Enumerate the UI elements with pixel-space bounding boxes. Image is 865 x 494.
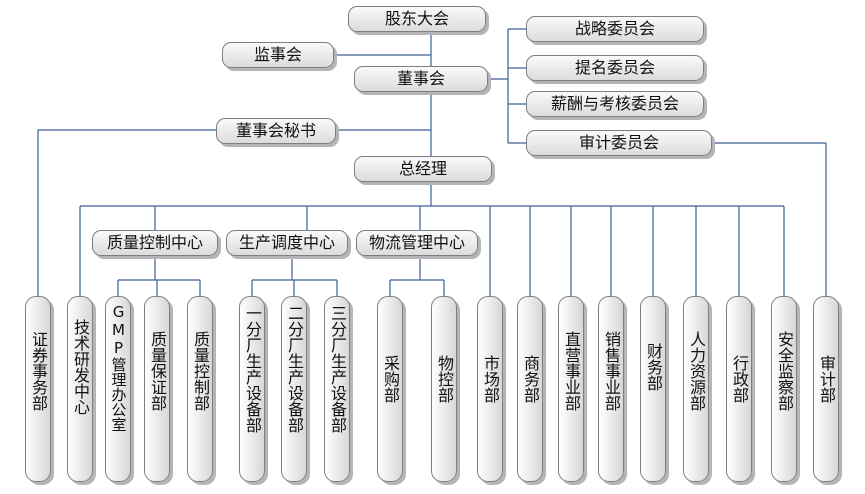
dept-gmp-office-label: GMP管理办公室: [109, 303, 128, 432]
dept-human-resources: 人力资源部: [683, 296, 709, 482]
dept-material-control: 物控部: [431, 296, 457, 482]
dept-branch3-production-label: 三分厂生产设备部: [328, 305, 347, 433]
dept-branch2-production-label: 二分厂生产设备部: [285, 305, 304, 433]
dept-finance-label: 财务部: [644, 343, 663, 391]
board-of-directors-label: 董事会: [396, 69, 445, 88]
dept-administration: 行政部: [726, 296, 752, 482]
dept-branch2-production: 二分厂生产设备部: [281, 296, 307, 482]
dept-quality-assurance-label: 质量保证部: [148, 331, 167, 411]
dept-safety-inspection: 安全监察部: [771, 296, 797, 482]
board-secretary-label: 董事会秘书: [235, 121, 316, 140]
strategy-committee-label: 战略委员会: [574, 19, 655, 38]
dept-branch3-production: 三分厂生产设备部: [324, 296, 350, 482]
dept-safety-inspection-label: 安全监察部: [775, 331, 794, 411]
board-of-directors-box: 董事会: [354, 66, 488, 92]
supervisory-board-label: 监事会: [253, 45, 302, 64]
dept-purchasing-label: 采购部: [381, 355, 400, 403]
general-manager-box: 总经理: [354, 156, 492, 182]
dept-gmp-office: GMP管理办公室: [105, 296, 131, 482]
dept-securities: 证券事务部: [25, 296, 51, 482]
strategy-committee-box: 战略委员会: [526, 16, 704, 42]
dept-commerce-label: 商务部: [521, 355, 540, 403]
dept-administration-label: 行政部: [730, 355, 749, 403]
shareholders-meeting-label: 股东大会: [384, 9, 449, 28]
dept-material-control-label: 物控部: [435, 355, 454, 403]
compensation-committee-box: 薪酬与考核委员会: [526, 91, 704, 117]
logistics-management-center-label: 物流管理中心: [368, 233, 465, 252]
general-manager-label: 总经理: [398, 159, 447, 178]
dept-marketing-label: 市场部: [481, 355, 500, 403]
dept-tech-rd: 技术研发中心: [67, 296, 93, 482]
shareholders-meeting-box: 股东大会: [348, 6, 486, 32]
quality-control-center-label: 质量控制中心: [106, 233, 203, 252]
audit-committee-label: 审计委员会: [578, 133, 659, 152]
dept-sales-business-label: 销售事业部: [602, 331, 621, 411]
dept-direct-business-label: 直营事业部: [562, 331, 581, 411]
dept-commerce: 商务部: [517, 296, 543, 482]
quality-control-center-box: 质量控制中心: [92, 230, 218, 256]
nomination-committee-box: 提名委员会: [526, 55, 704, 81]
dept-branch1-production: 一分厂生产设备部: [239, 296, 265, 482]
dept-direct-business: 直营事业部: [558, 296, 584, 482]
supervisory-board-box: 监事会: [222, 42, 334, 68]
dept-finance: 财务部: [640, 296, 666, 482]
dept-human-resources-label: 人力资源部: [687, 331, 706, 411]
dept-branch1-production-label: 一分厂生产设备部: [243, 305, 262, 433]
dept-quality-control-label: 质量控制部: [191, 331, 210, 411]
dept-quality-assurance: 质量保证部: [144, 296, 170, 482]
dept-securities-label: 证券事务部: [29, 331, 48, 411]
compensation-committee-label: 薪酬与考核委员会: [550, 94, 679, 113]
production-scheduling-center-box: 生产调度中心: [226, 230, 348, 256]
nomination-committee-label: 提名委员会: [574, 58, 655, 77]
audit-committee-box: 审计委员会: [526, 130, 712, 156]
dept-purchasing: 采购部: [377, 296, 403, 482]
dept-sales-business: 销售事业部: [598, 296, 624, 482]
logistics-management-center-box: 物流管理中心: [356, 230, 478, 256]
dept-marketing: 市场部: [477, 296, 503, 482]
dept-audit-label: 审计部: [817, 355, 836, 403]
production-scheduling-center-label: 生产调度中心: [238, 233, 335, 252]
dept-audit: 审计部: [813, 296, 839, 482]
dept-tech-rd-label: 技术研发中心: [71, 319, 90, 415]
board-secretary-box: 董事会秘书: [216, 118, 336, 144]
dept-quality-control: 质量控制部: [187, 296, 213, 482]
